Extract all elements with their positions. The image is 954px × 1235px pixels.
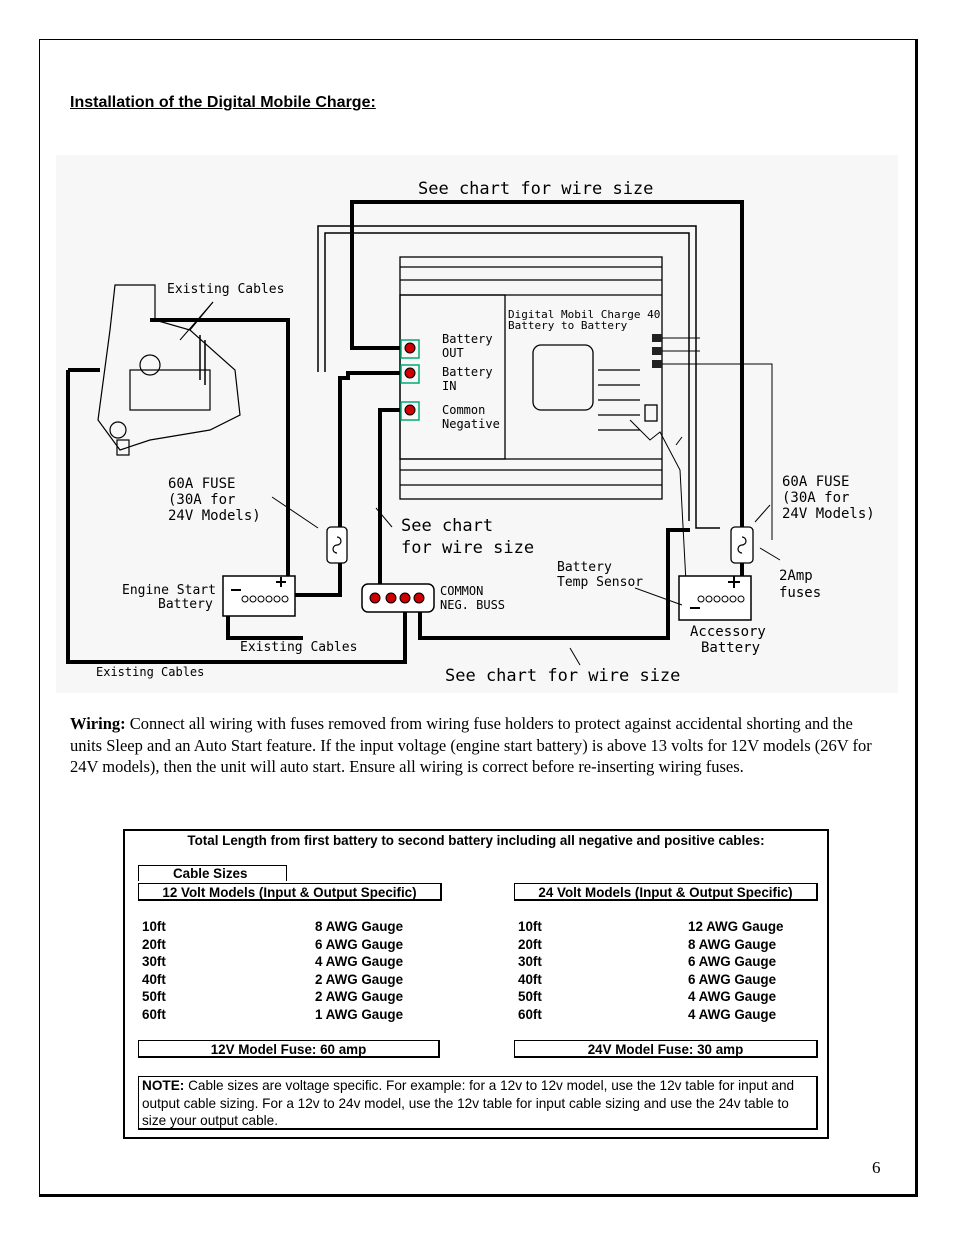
accessory-battery-label: Accessory xyxy=(690,624,766,640)
table-title: Total Length from first battery to secon… xyxy=(187,833,765,848)
buss-terminals xyxy=(369,592,425,604)
svg-text:(30A for: (30A for xyxy=(782,490,849,506)
svg-text:Negative: Negative xyxy=(442,417,500,431)
common-negative-label: Common xyxy=(442,403,485,417)
24v-fuse-box: 24V Model Fuse: 30 amp xyxy=(514,1040,818,1058)
battery-out-label: Battery xyxy=(442,332,493,346)
common-neg-buss-label: COMMON xyxy=(440,584,483,598)
engine-alternator xyxy=(97,284,241,456)
existing-cables-top-label: Existing Cables xyxy=(167,282,284,297)
existing-cables-bottom-label: Existing Cables xyxy=(96,665,204,679)
positive-output-wire xyxy=(350,200,744,530)
svg-text:Battery: Battery xyxy=(701,640,760,656)
left-fuse-label: 60A FUSE xyxy=(168,476,235,492)
12v-fuse-box: 12V Model Fuse: 60 amp xyxy=(138,1040,440,1058)
page-number: 6 xyxy=(872,1158,881,1177)
charger-unit xyxy=(399,256,663,500)
thin-cable-outline xyxy=(317,225,720,529)
note-text: Cable sizes are voltage specific. For ex… xyxy=(142,1078,795,1129)
wiring-paragraph: Wiring: Connect all wiring with fuses re… xyxy=(70,713,885,778)
charger-title: Digital Mobil Charge 40 xyxy=(508,308,660,321)
page-heading: Installation of the Digital Mobile Charg… xyxy=(70,94,376,111)
two-amp-fuses-label: 2Amp xyxy=(779,568,813,584)
wiring-text: Connect all wiring with fuses removed fr… xyxy=(70,714,872,777)
svg-text:NEG. BUSS: NEG. BUSS xyxy=(440,598,505,612)
temp-sensor-label: Battery xyxy=(557,560,612,575)
right-fuse-label: 60A FUSE xyxy=(782,474,849,490)
cable-size-table: Total Length from first battery to secon… xyxy=(123,829,829,1139)
engine-start-battery-label: Engine Start xyxy=(122,583,216,598)
svg-text:24V Models): 24V Models) xyxy=(168,508,261,524)
charger-terminals xyxy=(404,342,416,416)
12v-header: 12 Volt Models (Input & Output Specific) xyxy=(138,883,442,901)
svg-text:fuses: fuses xyxy=(779,585,821,601)
svg-text:OUT: OUT xyxy=(442,346,464,360)
cable-sizes-label: Cable Sizes xyxy=(138,865,287,881)
wire-size-bottom-label: See chart for wire size xyxy=(445,666,680,686)
existing-cables-mid-label: Existing Cables xyxy=(240,640,357,655)
note-box: NOTE: Cable sizes are voltage specific. … xyxy=(138,1076,818,1130)
engine-cables xyxy=(66,318,744,664)
24v-header: 24 Volt Models (Input & Output Specific) xyxy=(514,883,818,901)
wiring-diagram: See chart for wire size Existing Cables … xyxy=(56,155,898,693)
svg-text:(30A for: (30A for xyxy=(168,492,235,508)
battery-in-label: Battery xyxy=(442,365,493,379)
wiring-label: Wiring: xyxy=(70,714,126,733)
note-label: NOTE: xyxy=(142,1078,185,1093)
wire-size-top-label: See chart for wire size xyxy=(418,179,653,199)
svg-text:Battery to Battery: Battery to Battery xyxy=(508,319,628,332)
svg-text:Battery: Battery xyxy=(158,597,213,612)
svg-text:Temp Sensor: Temp Sensor xyxy=(557,575,643,590)
svg-text:24V Models): 24V Models) xyxy=(782,506,875,522)
sensor-connectors xyxy=(652,334,662,368)
svg-text:IN: IN xyxy=(442,379,456,393)
svg-text:for wire size: for wire size xyxy=(401,538,534,558)
wire-size-mid-label: See chart xyxy=(401,516,493,536)
page-frame xyxy=(39,39,918,1197)
